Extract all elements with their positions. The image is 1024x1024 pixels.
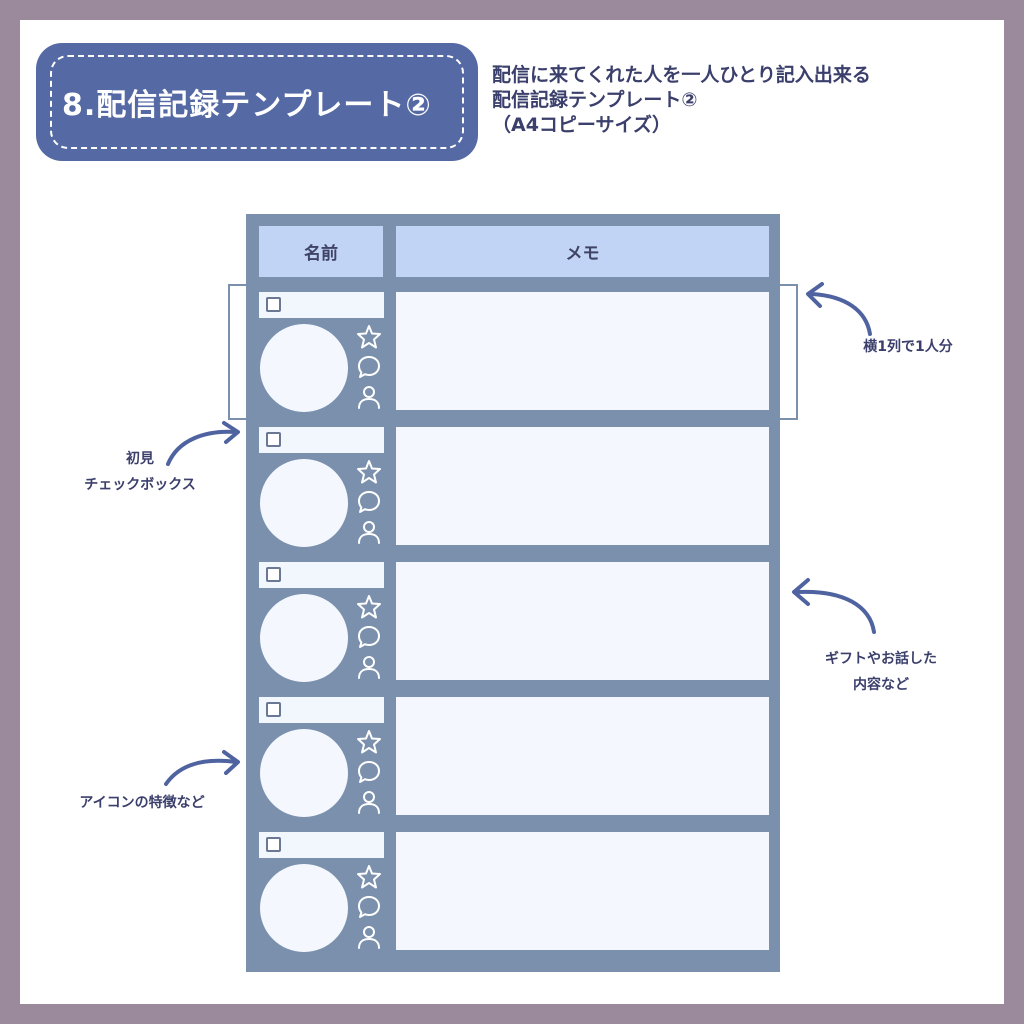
row-icons — [356, 594, 384, 684]
arrow-one-row — [806, 282, 872, 336]
record-row — [246, 562, 780, 682]
row-icons — [356, 864, 384, 954]
arrow-icon-features — [164, 750, 240, 786]
row-highlight-bracket-left — [228, 284, 248, 420]
memo-field[interactable] — [396, 697, 769, 815]
first-visit-checkbox[interactable] — [266, 432, 281, 447]
speech-bubble-icon — [356, 624, 384, 650]
star-icon — [356, 729, 384, 755]
person-icon — [356, 384, 384, 410]
speech-bubble-icon — [356, 489, 384, 515]
annotation-first-visit-line-1: 初見 — [126, 451, 154, 467]
avatar-placeholder — [260, 324, 348, 412]
memo-field[interactable] — [396, 562, 769, 680]
annotation-gift-line-2: 内容など — [853, 677, 909, 693]
description-line-2: 配信記録テンプレート② — [492, 89, 698, 111]
annotation-gift: ギフトやお話した 内容など — [806, 646, 956, 698]
row-icons — [356, 324, 384, 414]
memo-field[interactable] — [396, 427, 769, 545]
star-icon — [356, 864, 384, 890]
name-field[interactable] — [259, 292, 384, 318]
arrow-gift — [792, 578, 876, 634]
title-badge-dashed-border: 8.配信記録テンプレート② — [50, 55, 464, 149]
avatar-placeholder — [260, 864, 348, 952]
row-highlight-bracket-right — [780, 284, 798, 420]
avatar-placeholder — [260, 459, 348, 547]
record-row — [246, 832, 780, 952]
name-field[interactable] — [259, 427, 384, 453]
description-line-1: 配信に来てくれた人を一人ひとり記入出来る — [492, 64, 871, 86]
record-row — [246, 292, 780, 412]
memo-field[interactable] — [396, 832, 769, 950]
first-visit-checkbox[interactable] — [266, 837, 281, 852]
star-icon — [356, 324, 384, 350]
name-field[interactable] — [259, 697, 384, 723]
person-icon — [356, 654, 384, 680]
arrow-first-visit — [166, 421, 240, 466]
annotation-icon-features: アイコンの特徴など — [79, 795, 205, 811]
title-badge: 8.配信記録テンプレート② — [36, 43, 478, 161]
name-field[interactable] — [259, 832, 384, 858]
row-icons — [356, 459, 384, 549]
person-icon — [356, 789, 384, 815]
header-name: 名前 — [259, 226, 383, 277]
star-icon — [356, 594, 384, 620]
speech-bubble-icon — [356, 759, 384, 785]
first-visit-checkbox[interactable] — [266, 567, 281, 582]
avatar-placeholder — [260, 594, 348, 682]
annotation-one-row: 横1列で1人分 — [863, 339, 953, 355]
page-title: 8.配信記録テンプレート② — [62, 88, 432, 123]
header-memo: メモ — [396, 226, 769, 277]
star-icon — [356, 459, 384, 485]
annotation-gift-line-1: ギフトやお話した — [825, 651, 937, 667]
annotation-first-visit-line-2: チェックボックス — [84, 477, 196, 493]
first-visit-checkbox[interactable] — [266, 297, 281, 312]
row-icons — [356, 729, 384, 819]
first-visit-checkbox[interactable] — [266, 702, 281, 717]
record-sheet: 名前 メモ — [246, 214, 780, 972]
person-icon — [356, 924, 384, 950]
avatar-placeholder — [260, 729, 348, 817]
description-line-3: （A4コピーサイズ） — [492, 114, 671, 136]
record-row — [246, 697, 780, 817]
annotation-first-visit: 初見 チェックボックス — [68, 446, 212, 498]
memo-field[interactable] — [396, 292, 769, 410]
name-field[interactable] — [259, 562, 384, 588]
speech-bubble-icon — [356, 894, 384, 920]
record-row — [246, 427, 780, 547]
speech-bubble-icon — [356, 354, 384, 380]
description: 配信に来てくれた人を一人ひとり記入出来る 配信記録テンプレート② （A4コピーサ… — [492, 63, 871, 138]
person-icon — [356, 519, 384, 545]
